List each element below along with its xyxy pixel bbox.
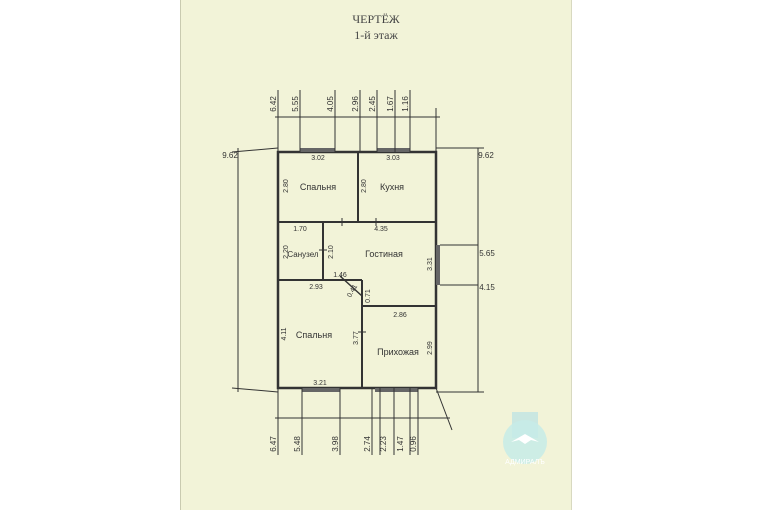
dim-label-bottom: 0.96 <box>409 436 418 452</box>
room-label-bathroom: Санузел <box>287 250 318 259</box>
dim-label-top: 2.96 <box>351 96 360 112</box>
dim-label-top: 2.45 <box>368 96 377 112</box>
drawing-sheet <box>180 0 572 510</box>
dim-label-right-total: 9.62 <box>478 151 494 160</box>
dim-label-top: 5.55 <box>291 96 300 112</box>
ext-line <box>231 147 279 153</box>
dim-label-left-total: 9.62 <box>222 151 238 160</box>
dim-label: 4.11 <box>281 327 288 340</box>
room-label-hall: Прихожая <box>377 347 419 357</box>
dim-label: 3.21 <box>313 380 327 387</box>
dim-label-top: 1.16 <box>401 96 410 112</box>
dim-label-bottom: 2.23 <box>379 436 388 452</box>
dim-label-bottom: 1.47 <box>396 436 405 452</box>
dim-label: 0.71 <box>365 289 372 303</box>
room-label-living: Гостиная <box>365 249 403 259</box>
sheet-edge-right <box>571 0 572 510</box>
dim-label: 2.20 <box>283 245 290 259</box>
ext-line <box>435 387 453 431</box>
dim-label: 2.80 <box>361 179 368 193</box>
dim-label: 1.46 <box>333 272 347 279</box>
dim-label-bottom: 5.48 <box>293 436 302 452</box>
dim-label: 2.99 <box>427 341 434 355</box>
dim-label-top: 4.05 <box>326 96 335 112</box>
ext-line <box>231 387 279 393</box>
dim-label: 2.86 <box>393 312 407 319</box>
dim-label-right-upper: 5.65 <box>479 249 495 258</box>
dim-label: 4.35 <box>374 226 388 233</box>
dim-label: 2.93 <box>309 284 323 291</box>
room-label-bedroom: Спальня <box>300 182 336 192</box>
dim-label: 3.02 <box>311 155 325 162</box>
dim-label: 3.31 <box>427 257 434 271</box>
sheet-edge-left <box>180 0 181 510</box>
room-label-kitchen: Кухня <box>380 182 404 192</box>
drawing-subtitle: 1-й этаж <box>354 28 398 42</box>
room-label-bedroom-2: Спальня <box>296 330 332 340</box>
dim-label-bottom: 6.47 <box>269 436 278 452</box>
admiral-logo: АДМИРАЛЪ <box>503 412 547 466</box>
drawing-title: ЧЕРТЁЖ <box>352 12 400 26</box>
dim-label: 1.70 <box>293 226 307 233</box>
dim-label-top: 6.42 <box>269 96 278 112</box>
logo-text: АДМИРАЛЪ <box>505 459 545 466</box>
dim-label-bottom: 2.74 <box>363 436 372 452</box>
wall-diagonal <box>339 275 363 297</box>
dim-label: 2.10 <box>328 245 335 259</box>
dim-label-bottom: 3.98 <box>331 436 340 452</box>
dim-label: 3.77 <box>353 331 360 345</box>
dim-label: 2.80 <box>283 179 290 193</box>
dim-label: 3.03 <box>386 155 400 162</box>
dim-label-top: 1.67 <box>386 96 395 112</box>
dim-label-right-lower: 4.15 <box>479 283 495 292</box>
